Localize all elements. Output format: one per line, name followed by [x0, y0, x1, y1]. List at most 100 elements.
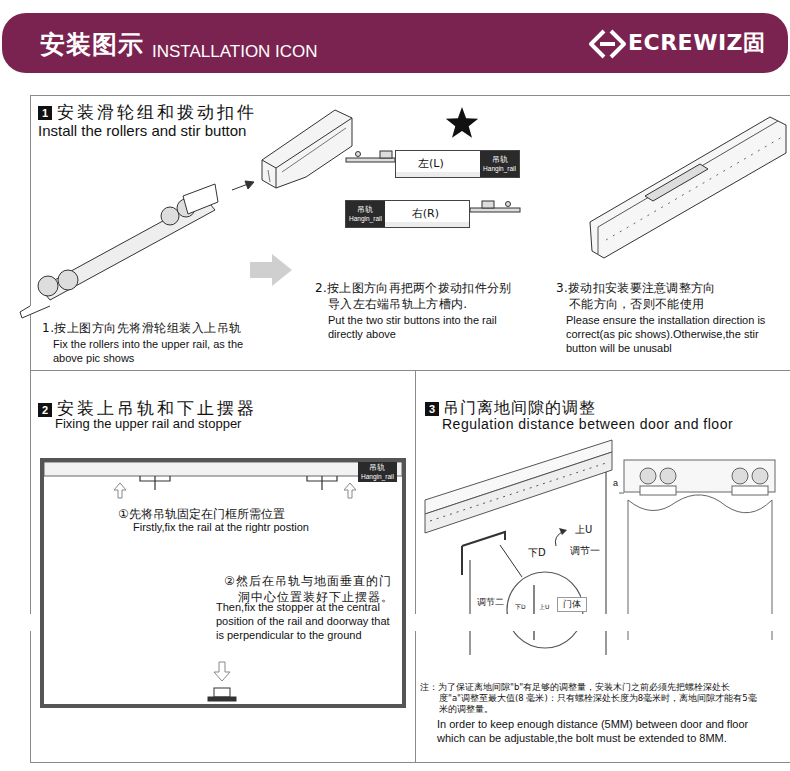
panel-heading-en: Regulation distance between door and flo…	[442, 416, 733, 434]
dimension-label: a	[613, 478, 618, 489]
up-arrow	[114, 483, 356, 498]
rail-hanger	[307, 476, 337, 490]
stir-button	[470, 208, 520, 212]
next-step-arrow	[250, 254, 292, 286]
upper-rail-end	[268, 128, 346, 182]
star-mark	[446, 107, 478, 138]
door-rail-perspective	[430, 463, 606, 521]
note-text-en: In order to keep enough distance (5MM) b…	[437, 717, 772, 745]
rail-tag: 吊轨Hangin_rail	[480, 151, 519, 177]
step-number: 2	[38, 403, 52, 417]
step-text-en: Please ensure the installation direction…	[566, 313, 784, 355]
stir-button	[356, 152, 361, 157]
rail-perspective	[598, 121, 778, 227]
header-band	[2, 13, 788, 73]
step-number: 3	[425, 402, 439, 416]
image-gap-band	[0, 614, 790, 631]
up-arrow	[114, 483, 126, 498]
panel-grid	[30, 370, 790, 371]
header-band	[2, 13, 788, 73]
stir-button	[346, 158, 395, 162]
page-title: 安装图示	[40, 29, 144, 60]
rail-tag-cn: 吊轨	[492, 155, 508, 165]
direction-label: 下D	[528, 547, 546, 560]
insert-arrow	[232, 184, 248, 190]
brand-logo: ECREWIZ固	[628, 29, 766, 57]
rail-hanger	[140, 476, 170, 490]
rail-perspective	[645, 164, 708, 201]
floor-stopper	[214, 688, 230, 697]
insert-arrow	[245, 181, 254, 189]
rail-hanger	[140, 476, 337, 490]
down-arrow	[214, 662, 230, 681]
rail-perspective	[590, 117, 786, 258]
hanging-door	[640, 486, 676, 495]
brand-icon	[600, 42, 615, 46]
door-rail-perspective	[425, 452, 612, 533]
hanging-door	[619, 460, 775, 640]
install-panel: 2安装上吊轨和下止摆器Fixing the upper rail and sto…	[30, 370, 415, 763]
direction-label: 上U	[539, 603, 549, 611]
rail-left: 左(L) 吊轨Hangin_rail	[395, 150, 520, 178]
brand-icon	[591, 31, 624, 57]
upper-rail-end	[262, 110, 352, 188]
frame-rail	[44, 462, 402, 476]
instruction-text: ①先将吊轨固定在门框所需位置	[118, 507, 285, 522]
step-text-en: Fix the rollers into the upper rail, as …	[53, 337, 253, 365]
hanging-door	[732, 468, 748, 484]
upper-rail-end	[262, 118, 352, 188]
step-text: 2.按上图方向再把两个拨动扣件分别导入左右端吊轨上方槽内.	[315, 280, 518, 312]
hanging-door	[732, 486, 768, 495]
stir-button	[506, 202, 511, 207]
up-arrow	[344, 483, 356, 498]
roller-assembly	[38, 276, 58, 296]
magnifier	[533, 585, 534, 640]
direction-label: 上U	[575, 524, 592, 537]
panel-heading-en: Install the rollers and stir button	[38, 122, 246, 141]
floor-stopper	[208, 697, 236, 701]
rail-side-label: 右(R)	[412, 207, 439, 221]
roller-assembly	[161, 207, 179, 225]
panel-grid	[30, 762, 790, 763]
rail-tag-en: Hangin_rail	[349, 215, 382, 223]
hanging-door	[619, 493, 624, 494]
star-mark	[446, 107, 478, 138]
step-text-en: Put the two stir buttons into the rail d…	[328, 313, 503, 341]
roller-assembly	[58, 270, 78, 290]
door-bracket	[500, 545, 522, 577]
image-gap-band	[0, 614, 790, 631]
header-subtitle: INSTALLATION ICON	[152, 41, 318, 62]
door-body-label: 门体	[563, 599, 581, 610]
panel-grid	[30, 95, 31, 763]
rail-perspective	[598, 227, 599, 254]
insert-arrow	[232, 181, 254, 190]
panel-heading-en: Fixing the upper rail and stopper	[55, 416, 241, 432]
upper-rail-end	[262, 110, 352, 188]
rail-side-label: 左(L)	[418, 157, 444, 171]
door-frame: ①先将吊轨固定在门框所需位置Firstly,fix the rail at th…	[40, 458, 406, 708]
hanging-door	[640, 468, 656, 484]
down-arrow	[214, 662, 230, 681]
next-step-arrow	[250, 254, 292, 286]
instruction-text: ②然后在吊轨与地面垂直的门洞中心位置装好下止摆器。	[224, 573, 400, 605]
instruction-text-en: Firstly,fix the rail at the rightr posti…	[133, 521, 309, 535]
roller-assembly	[20, 306, 50, 318]
panel-heading: 吊门离地间隙的调整	[443, 398, 596, 418]
door-bracket	[470, 560, 471, 655]
frame-rail	[44, 462, 402, 476]
adjust-arrowhead	[559, 528, 567, 535]
panel-heading: 安装滑轮组和拨动扣件	[57, 102, 257, 123]
panel-grid	[30, 95, 790, 96]
door-rail-perspective	[425, 440, 612, 533]
step-number: 1	[38, 106, 52, 120]
stir-button	[482, 201, 494, 208]
rail-right: 右(R)吊轨Hangin_rail	[345, 200, 470, 228]
hanging-door	[628, 495, 772, 513]
instruction-text-en: Then,fix the stopper at the central posi…	[216, 600, 396, 642]
rail-perspective	[590, 117, 786, 258]
step-text: 3.拨动扣安装要注意调整方向不能方向，否则不能使用	[556, 280, 721, 312]
direction-label: 下D	[515, 603, 526, 611]
door-body-box: 门体	[557, 597, 587, 612]
hanging-door	[660, 468, 676, 484]
